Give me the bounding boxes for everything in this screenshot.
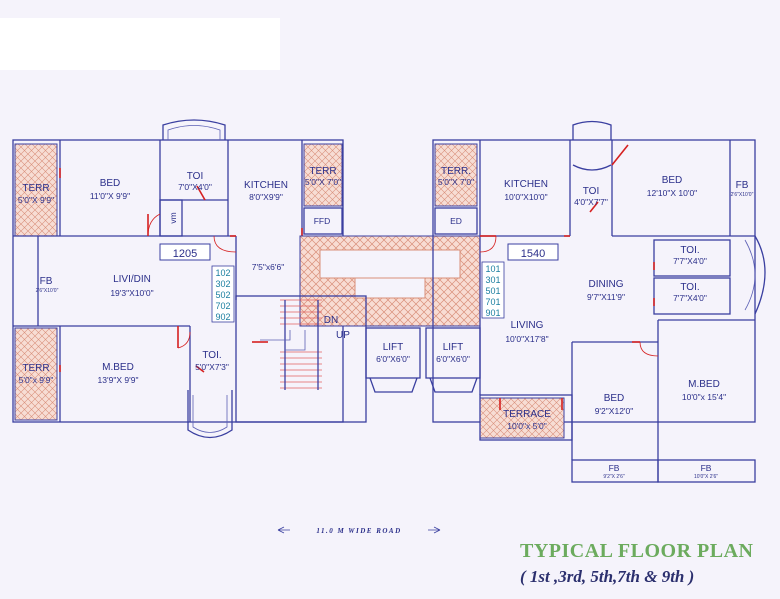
left-flat-no-4: 702 xyxy=(215,301,230,311)
right-toi-mid1-name: TOI. xyxy=(680,245,699,256)
left-terr-kitchen-area xyxy=(303,143,343,207)
right-terr-kitchen-name: TERR. xyxy=(441,166,471,177)
stair-treads xyxy=(280,299,322,389)
right-toi-mid2-size: 7'7"X4'0" xyxy=(673,293,707,303)
right-flat-no-5: 901 xyxy=(485,308,500,318)
right-terrace-name: TERRACE xyxy=(503,409,551,420)
right-kitchen-size: 10'0"X10'0" xyxy=(504,192,547,202)
right-fb-b2-box xyxy=(657,459,756,483)
left-flat-no-1: 102 xyxy=(215,268,230,278)
right-bay-top xyxy=(572,120,612,140)
left-toi-top-size: 7'0"X4'0" xyxy=(178,182,212,192)
left-terr-top-area xyxy=(14,143,58,237)
left-terr-bottom-size: 5'0"x 9'9" xyxy=(19,375,54,385)
left-vm-label: vm xyxy=(168,212,178,223)
right-terr-kitchen-area xyxy=(434,143,478,207)
left-mbed-size: 13'9"X 9'9" xyxy=(98,375,139,385)
left-terr-kitchen-name: TERR xyxy=(309,166,336,177)
right-flat-no-3: 501 xyxy=(485,286,500,296)
right-fb-b1-size: 9'2"X 2'6" xyxy=(603,474,625,480)
plan-subtitle: ( 1st ,3rd, 5th,7th & 9th ) xyxy=(520,567,695,586)
right-fb-b1-name: FB xyxy=(609,463,620,473)
right-flat-no-4: 701 xyxy=(485,297,500,307)
left-ffd-label: FFD xyxy=(314,216,331,226)
right-fb-top-size: 2'6"X10'0" xyxy=(731,192,754,198)
lift1-name: LIFT xyxy=(383,342,404,353)
lift1-box xyxy=(365,327,421,379)
left-flat-no-3: 502 xyxy=(215,290,230,300)
left-livi-size: 19'3"X10'0" xyxy=(110,288,153,298)
right-ed-label: ED xyxy=(450,216,462,226)
left-flat-no-5: 902 xyxy=(215,312,230,322)
left-toi-bottom-name: TOI. xyxy=(202,350,221,361)
right-flat-no-1: 101 xyxy=(485,264,500,274)
right-bed-top-name: BED xyxy=(662,175,683,186)
left-toi-top-name: TOI xyxy=(187,171,203,182)
right-dining-size: 9'7"X11'9" xyxy=(587,292,625,302)
stair-up-label: UP xyxy=(336,330,350,341)
left-mbed-name: M.BED xyxy=(102,362,134,373)
left-bay-bottom xyxy=(187,390,233,439)
left-terr-top-size: 5'0"X 9'9" xyxy=(18,195,54,205)
right-terr-kitchen-size: 5'0"X 7'0" xyxy=(438,177,474,187)
right-unit-number: 1540 xyxy=(521,248,545,260)
left-terr-top-name: TERR xyxy=(22,183,49,194)
left-fb-size: 2'6"X10'0" xyxy=(36,288,59,294)
left-fb-name: FB xyxy=(40,276,53,287)
right-flat-no-2: 301 xyxy=(485,275,500,285)
left-bed-size: 11'0"X 9'9" xyxy=(90,191,130,201)
right-toi-mid1-size: 7'7"X4'0" xyxy=(673,256,707,266)
right-mbed-size: 10'0"x 15'4" xyxy=(682,392,726,402)
right-bay-side xyxy=(754,235,766,315)
right-living-size: 10'0"X17'8" xyxy=(505,334,548,344)
right-kitchen-name: KITCHEN xyxy=(504,179,548,190)
right-toi-mid2-name: TOI. xyxy=(680,282,699,293)
lift2-box xyxy=(425,327,481,379)
lift2-name: LIFT xyxy=(443,342,464,353)
right-mbed-name: M.BED xyxy=(688,379,720,390)
right-bed-top-size: 12'10"X 10'0" xyxy=(647,188,697,198)
left-terr-kitchen-size: 5'0"X 7'0" xyxy=(305,177,341,187)
right-living-name: LIVING xyxy=(511,320,544,331)
left-bed-name: BED xyxy=(100,178,121,189)
left-terr-bottom-name: TERR xyxy=(22,363,49,374)
left-passage-size: 7'5"x6'6" xyxy=(252,262,284,272)
left-livi-name: LIVI/DIN xyxy=(113,274,151,285)
right-fb-b2-size: 10'0"X 2'6" xyxy=(694,474,718,480)
right-terrace-size: 10'0"x 5'0" xyxy=(507,421,547,431)
right-fb-b2-name: FB xyxy=(701,463,712,473)
stair-dn-label: DN xyxy=(324,315,338,326)
left-toi-bottom-size: 5'0"X7'3" xyxy=(195,362,229,372)
right-bed-bottom-size: 9'2"X12'0" xyxy=(595,406,634,416)
right-bed-bottom-name: BED xyxy=(604,393,625,404)
blank-header-box xyxy=(0,18,280,70)
left-bay-top xyxy=(162,119,226,140)
right-toi-top-name: TOI xyxy=(583,186,599,197)
lift2-size: 6'0"X6'0" xyxy=(436,354,470,364)
left-kitchen-size: 8'0"X9'9" xyxy=(249,192,283,202)
right-fb-top-name: FB xyxy=(736,180,749,191)
left-terr-bottom-area xyxy=(14,327,58,421)
left-kitchen-name: KITCHEN xyxy=(244,180,288,191)
right-toi-top-size: 4'0"X7'7" xyxy=(574,197,608,207)
plan-title: TYPICAL FLOOR PLAN xyxy=(520,540,754,562)
left-flat-no-2: 302 xyxy=(215,279,230,289)
road-label: 11.0 M WIDE ROAD xyxy=(316,527,401,535)
right-dining-name: DINING xyxy=(589,279,624,290)
left-unit-number: 1205 xyxy=(173,248,197,260)
right-terrace-area xyxy=(479,397,565,439)
lift1-size: 6'0"X6'0" xyxy=(376,354,410,364)
